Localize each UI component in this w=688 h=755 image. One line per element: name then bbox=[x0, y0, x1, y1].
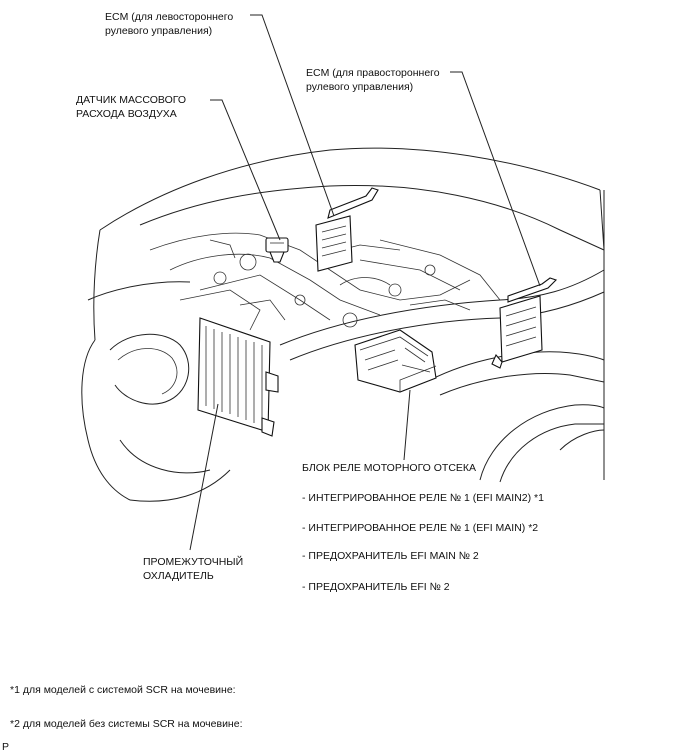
maf-sensor-label-line1: ДАТЧИК МАССОВОГО bbox=[76, 94, 186, 106]
corner-mark: P bbox=[2, 741, 10, 753]
relay-item-efi-fuse: - ПРЕДОХРАНИТЕЛЬ EFI № 2 bbox=[302, 581, 450, 593]
maf-sensor-label: ДАТЧИК МАССОВОГО РАСХОДА ВОЗДУХА bbox=[76, 93, 186, 121]
relay-item-efi-main-fuse: - ПРЕДОХРАНИТЕЛЬ EFI MAIN № 2 bbox=[302, 550, 479, 562]
intercooler-label-line2: ОХЛАДИТЕЛЬ bbox=[143, 570, 214, 582]
ecm-lhd-label-line1: ECM (для левостороннего bbox=[105, 11, 234, 23]
ecm-lhd-unit bbox=[315, 187, 379, 272]
intercooler-label-line1: ПРОМЕЖУТОЧНЫЙ bbox=[143, 556, 244, 568]
relay-block-label: БЛОК РЕЛЕ МОТОРНОГО ОТСЕКА bbox=[302, 462, 477, 474]
leader-lines bbox=[189, 14, 541, 551]
vehicle-body-outline bbox=[81, 147, 605, 502]
engine-room-relay-block bbox=[354, 329, 437, 393]
ecm-rhd-label-line2: рулевого управления) bbox=[306, 81, 414, 93]
footnote-1: *1 для моделей с системой SCR на мочевин… bbox=[10, 684, 236, 696]
relay-item-efi-main2: - ИНТЕГРИРОВАННОЕ РЕЛЕ № 1 (EFI MAIN2) *… bbox=[302, 492, 544, 504]
ecm-rhd-label-line1: ECM (для правостороннего bbox=[306, 67, 440, 79]
intercooler-label: ПРОМЕЖУТОЧНЫЙ ОХЛАДИТЕЛЬ bbox=[143, 555, 243, 583]
maf-sensor-label-line2: РАСХОДА ВОЗДУХА bbox=[76, 108, 177, 120]
ecm-lhd-label: ECM (для левостороннего рулевого управле… bbox=[105, 10, 233, 38]
ecm-rhd-unit bbox=[491, 277, 558, 369]
relay-item-efi-main: - ИНТЕГРИРОВАННОЕ РЕЛЕ № 1 (EFI MAIN) *2 bbox=[302, 522, 539, 534]
intercooler-unit bbox=[197, 317, 279, 437]
ecm-lhd-label-line2: рулевого управления) bbox=[105, 25, 213, 37]
footnote-2: *2 для моделей без системы SCR на мочеви… bbox=[10, 718, 243, 730]
ecm-rhd-label: ECM (для правостороннего рулевого управл… bbox=[306, 66, 440, 94]
air-flow-meter-sensor bbox=[265, 237, 289, 263]
engine-block bbox=[149, 232, 501, 331]
